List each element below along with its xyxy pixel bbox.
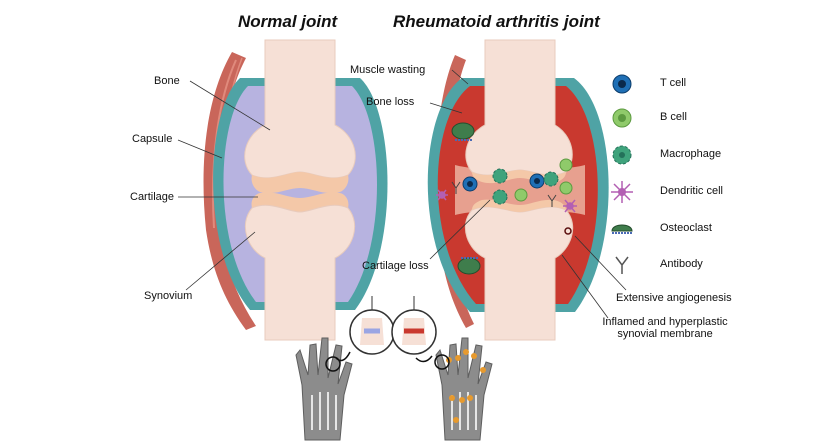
ra-b-cell <box>559 181 573 195</box>
normal-joint <box>203 39 388 341</box>
label-synovial-membrane: Inflamed and hyperplastic synovial membr… <box>590 316 740 340</box>
ra-hand <box>391 296 493 441</box>
b-cell-icon <box>612 108 632 128</box>
ra-blood-vessel <box>564 227 572 235</box>
ra-osteoclast <box>457 257 481 275</box>
legend-item-macrophage: Macrophage <box>608 143 808 167</box>
t-cell-icon <box>612 74 632 94</box>
ra-macrophage <box>543 171 559 187</box>
label-synovial-line1: Inflamed and hyperplastic <box>602 316 728 328</box>
legend-label: Dendritic cell <box>660 185 723 197</box>
ra-macrophage <box>492 168 508 184</box>
legend-item-b-cell: B cell <box>608 106 808 130</box>
ra-b-cell <box>514 188 528 202</box>
legend-label: T cell <box>660 77 687 89</box>
ra-joint-title: Rheumatoid arthritis joint <box>393 12 600 31</box>
leader-lines <box>177 69 627 319</box>
ra-b-cell <box>559 158 573 172</box>
ra-macrophage <box>492 189 508 205</box>
legend-item-t-cell: T cell <box>608 72 808 96</box>
label-capsule: Capsule <box>132 133 173 145</box>
ra-antibody <box>451 181 557 207</box>
dendritic-cell-icon <box>611 181 633 203</box>
ra-dendritic-cell <box>436 189 448 201</box>
antibody-icon <box>615 256 629 274</box>
macrophage-icon <box>612 145 632 165</box>
label-synovial-line2: synovial membrane <box>617 328 713 340</box>
label-bone-loss: Bone loss <box>366 96 415 108</box>
legend-label: B cell <box>660 111 687 123</box>
osteoclast-icon <box>611 224 633 234</box>
label-muscle-wasting: Muscle wasting <box>350 64 426 76</box>
normal-muscle <box>203 52 256 330</box>
label-bone: Bone <box>154 75 180 87</box>
legend-item-antibody: Antibody <box>608 253 808 277</box>
ra-joint <box>427 39 609 341</box>
normal-joint-title: Normal joint <box>238 12 338 31</box>
normal-hand <box>295 296 395 441</box>
legend-item-osteoclast: Osteoclast <box>608 217 808 241</box>
ra-osteoclast <box>451 122 475 140</box>
legend-label: Macrophage <box>660 148 722 160</box>
label-synovium: Synovium <box>144 290 193 302</box>
legend-label: Antibody <box>660 258 703 270</box>
legend-item-dendritic-cell: Dendritic cell <box>608 180 808 204</box>
normal-lower-bone <box>244 204 356 341</box>
label-angiogenesis: Extensive angiogenesis <box>616 292 732 304</box>
legend-label: Osteoclast <box>660 222 712 234</box>
label-cartilage-loss: Cartilage loss <box>362 260 429 272</box>
label-cartilage: Cartilage <box>130 191 175 203</box>
ra-dendritic-cell <box>563 199 577 213</box>
